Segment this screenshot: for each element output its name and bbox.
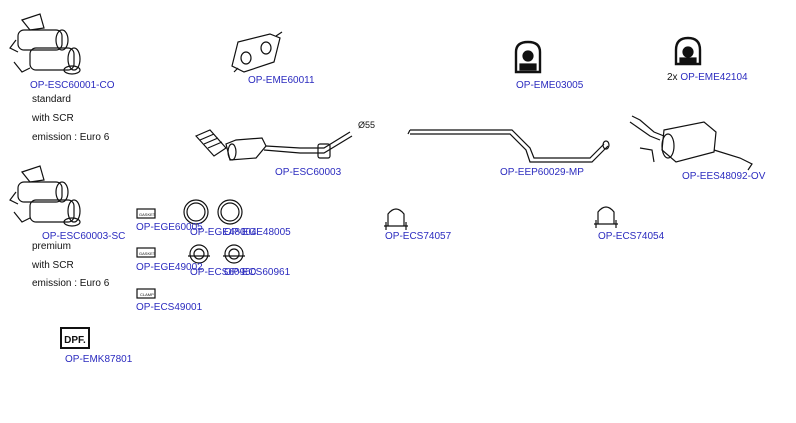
ecs60961-clamp-drawing[interactable] [223,244,245,264]
ecs74054-clamp-drawing[interactable] [594,206,618,228]
part-link-ees48092[interactable]: OP-EES48092-OV [682,171,766,182]
ege60005-gasket-drawing[interactable] [183,199,209,225]
gasket-badge-1: GASKET [139,212,156,217]
part-link-ege60005[interactable]: OP-EGE60005 [136,222,203,233]
part-link-eme60011[interactable]: OP-EME60011 [248,75,315,86]
ecs74057-clamp-drawing[interactable] [384,208,408,230]
part-link-ege48004[interactable]: OP-EGE48004 [190,227,257,238]
part-link-ecs60960[interactable]: OP-ECS60960 [190,267,257,278]
part-link-esc60003sc[interactable]: OP-ESC60003-SC [42,231,126,242]
eme60011-bracket-drawing[interactable] [231,31,283,73]
part-link-esc60003[interactable]: OP-ESC60003 [275,167,342,178]
gasket-badge-2: GASKET [139,251,156,256]
note-bottom-line2: with SCR [32,260,74,271]
eep60029-pipe-drawing[interactable] [407,129,610,163]
ecs60960-clamp-drawing[interactable] [188,244,210,264]
note-bottom-line1: premium [32,241,71,252]
note-top-line3: emission : Euro 6 [32,132,110,143]
part-link-emk87801[interactable]: OP-EMK87801 [65,354,133,365]
part-link-ege48005[interactable]: OP-EGE48005 [224,227,291,238]
eme42104-mount-drawing[interactable] [674,36,702,66]
ege48004-gasket-drawing[interactable] [217,199,243,225]
part-link-eme42104[interactable]: 2x OP-EME42104 [667,72,748,83]
dpf-kit-icon[interactable]: DPF. [60,327,90,349]
note-bottom-line3: emission : Euro 6 [32,278,110,289]
part-code-eme42104[interactable]: OP-EME42104 [680,72,748,83]
part-link-ege49002[interactable]: OP-EGE49002 [136,262,203,273]
part-link-eme03005[interactable]: OP-EME03005 [516,80,584,91]
part-link-esc60001[interactable]: OP-ESC60001-CO [30,80,115,91]
gasket-badge-1-box [136,208,156,219]
part-link-ecs74054[interactable]: OP-ECS74054 [598,231,665,242]
gasket-badge-2-box [136,247,156,258]
clamp-badge: CLAMP [140,292,154,297]
dpf-catalyst-drawing-top[interactable] [9,13,81,75]
quantity-prefix: 2x [667,72,678,83]
dpf-catalyst-drawing-bottom[interactable] [9,165,81,227]
note-top-line2: with SCR [32,113,74,124]
part-link-ecs60961[interactable]: OP-ECS60961 [224,267,291,278]
part-link-ecs74057[interactable]: OP-ECS74057 [385,231,452,242]
clamp-badge-box [136,288,156,299]
ees48092-silencer-drawing[interactable] [629,115,753,171]
part-link-ecs49001[interactable]: OP-ECS49001 [136,302,203,313]
diameter-label: Ø55 [358,120,375,130]
eme03005-mount-drawing[interactable] [514,40,542,74]
esc60003-catalyst-drawing[interactable] [194,129,353,161]
part-link-eep60029[interactable]: OP-EEP60029-MP [500,167,584,178]
note-top-line1: standard [32,94,71,105]
